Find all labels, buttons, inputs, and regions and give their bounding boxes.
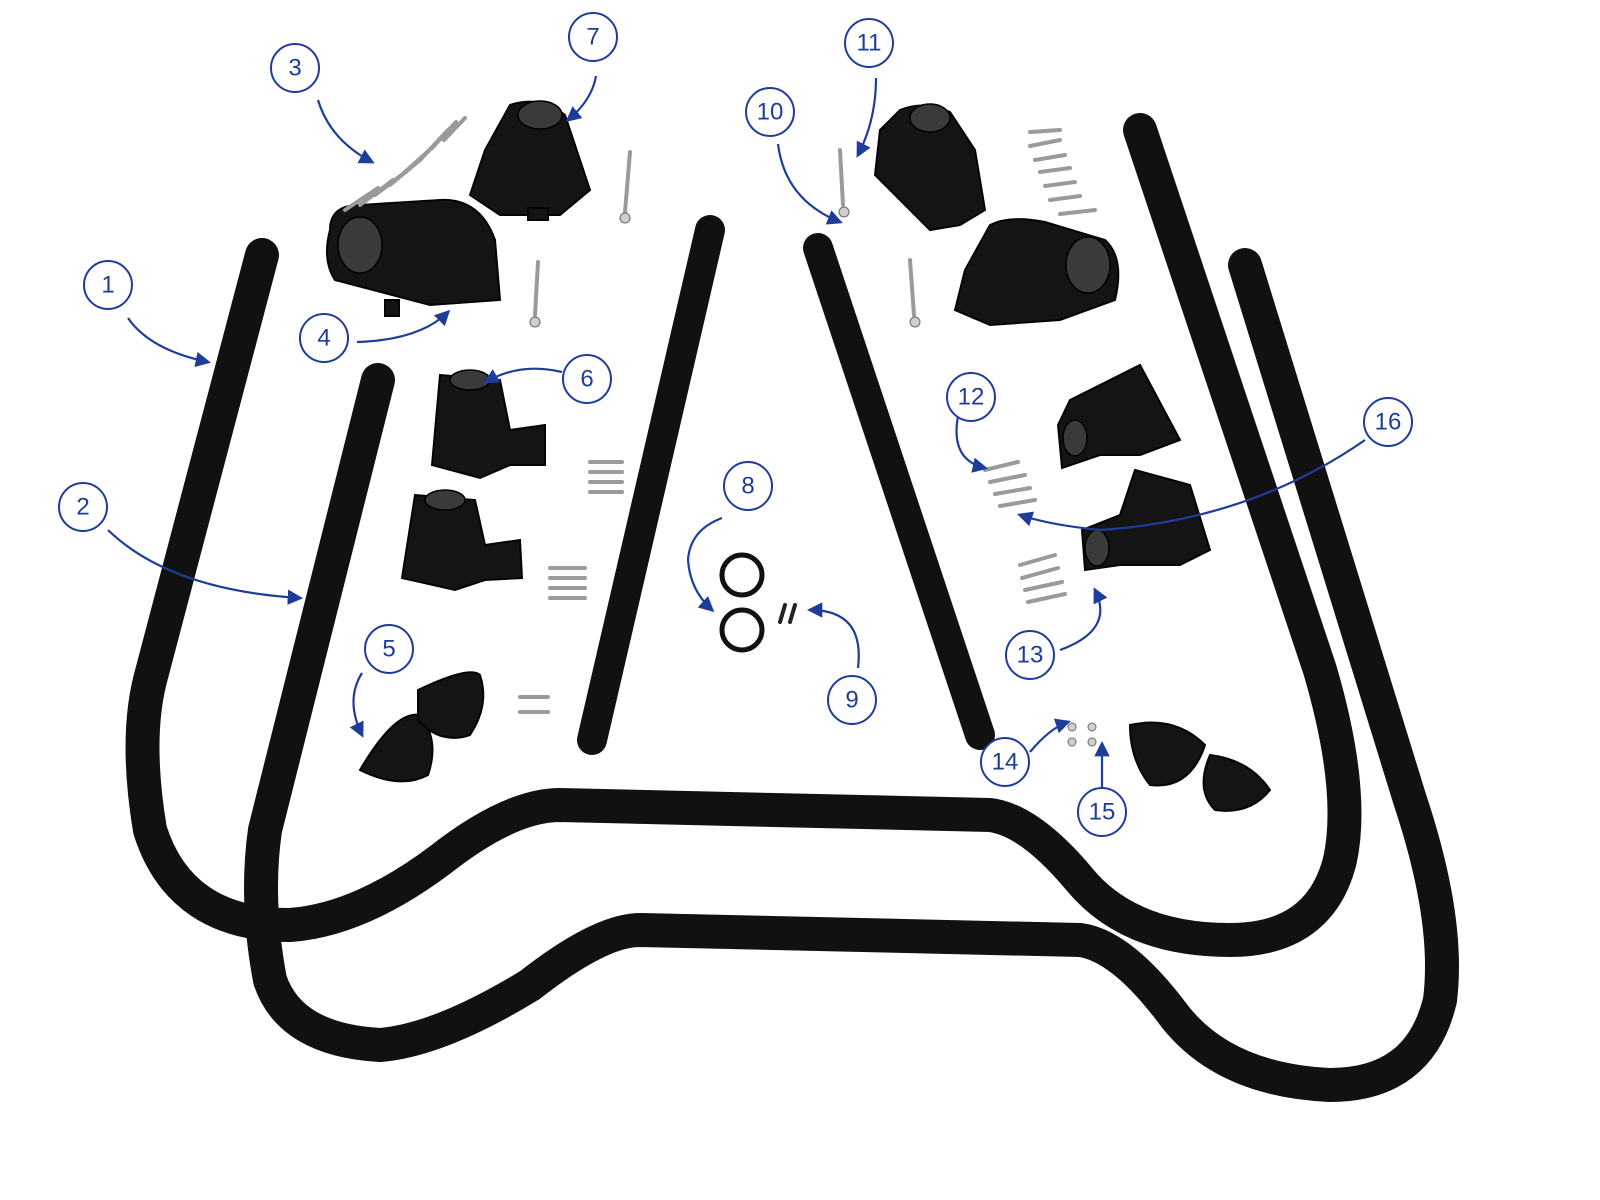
frame-tube-1	[125, 113, 1362, 957]
callout-label: 9	[845, 687, 858, 714]
callout-arrow-6	[483, 367, 563, 384]
end-cap-right-2	[1202, 753, 1272, 812]
bolt-vertical-left-upper	[619, 150, 632, 224]
callout-arrow-5	[349, 672, 364, 738]
callout-label: 7	[586, 24, 599, 51]
bolt-vertical-right-upper	[838, 148, 850, 218]
end-cap-left-1	[358, 713, 434, 783]
callout-label: 2	[76, 494, 89, 521]
t-connector-left-lower	[400, 489, 524, 592]
callout-5: 5	[364, 624, 414, 674]
callout-arrow-13	[1059, 587, 1108, 652]
callout-6: 6	[562, 354, 612, 404]
callout-label: 11	[857, 30, 882, 57]
frame-tube-2	[244, 248, 1459, 1102]
tube-clamp-upper	[719, 552, 765, 598]
clamp-screws	[778, 603, 797, 624]
end-cap-right-1	[1128, 721, 1207, 787]
callout-3: 3	[270, 43, 320, 93]
hardware-screws-group-3	[343, 116, 467, 212]
hardware-bolts-right-12	[983, 460, 1037, 508]
straight-tube-center-left	[577, 215, 725, 755]
callout-9: 9	[827, 675, 877, 725]
callout-arrow-12	[955, 415, 989, 473]
t-connector-right-upper	[1056, 363, 1182, 470]
hardware-screws-group-right	[1028, 128, 1097, 216]
t-connector-left-upper	[430, 369, 546, 480]
corner-bracket-top-right-upper	[873, 103, 987, 232]
callout-arrow-9	[806, 602, 860, 669]
hardware-bolts-left-2	[548, 566, 587, 600]
bolt-vertical-left-lower	[529, 260, 541, 328]
callout-11: 11	[844, 18, 894, 68]
straight-tube-center-right	[803, 233, 995, 750]
callout-label: 12	[958, 384, 985, 411]
callout-label: 8	[741, 473, 754, 500]
callout-arrow-4	[356, 309, 451, 344]
corner-bracket-top-right-lower	[953, 218, 1120, 327]
t-connector-right-lower	[1080, 468, 1212, 572]
tube-clamp-lower	[719, 607, 765, 653]
callout-12: 12	[946, 372, 996, 422]
hardware-bolts-left-1	[588, 460, 624, 494]
callout-label: 14	[992, 749, 1019, 776]
callout-arrow-2	[107, 529, 304, 605]
callout-label: 6	[580, 366, 593, 393]
hardware-bolts-right-13	[1018, 553, 1067, 604]
callout-label: 1	[101, 272, 114, 299]
callout-label: 4	[317, 325, 330, 352]
callout-label: 10	[757, 99, 784, 126]
callout-arrows	[107, 75, 1366, 788]
callout-15: 15	[1077, 787, 1127, 837]
callout-arrow-10	[776, 143, 843, 225]
callout-16: 16	[1363, 397, 1413, 447]
callout-label: 13	[1017, 642, 1044, 669]
callout-arrow-3	[316, 99, 375, 164]
callout-arrow-16	[1017, 439, 1366, 532]
corner-bracket-top-middle	[468, 100, 592, 221]
callout-8: 8	[723, 461, 773, 511]
callout-arrow-11	[856, 77, 878, 158]
callout-1: 1	[83, 260, 133, 310]
bolt-vertical-right-lower	[908, 258, 921, 328]
callout-arrow-8	[686, 516, 723, 613]
callout-2: 2	[58, 482, 108, 532]
callout-label: 16	[1375, 409, 1402, 436]
callout-10: 10	[745, 87, 795, 137]
callout-4: 4	[299, 313, 349, 363]
callout-arrow-7	[565, 75, 598, 122]
callout-label: 5	[382, 636, 395, 663]
callout-arrow-1	[127, 317, 212, 368]
callout-7: 7	[568, 12, 618, 62]
callout-label: 3	[288, 55, 301, 82]
hardware-bolts-caps-left	[518, 695, 550, 714]
hardware-bolts-caps-right	[1067, 722, 1097, 747]
callout-13: 13	[1005, 630, 1055, 680]
end-cap-left-2	[417, 671, 485, 739]
corner-bracket-top-left	[325, 198, 502, 317]
callout-arrow-14	[1029, 718, 1071, 753]
callout-label: 15	[1089, 799, 1116, 826]
callout-14: 14	[980, 737, 1030, 787]
